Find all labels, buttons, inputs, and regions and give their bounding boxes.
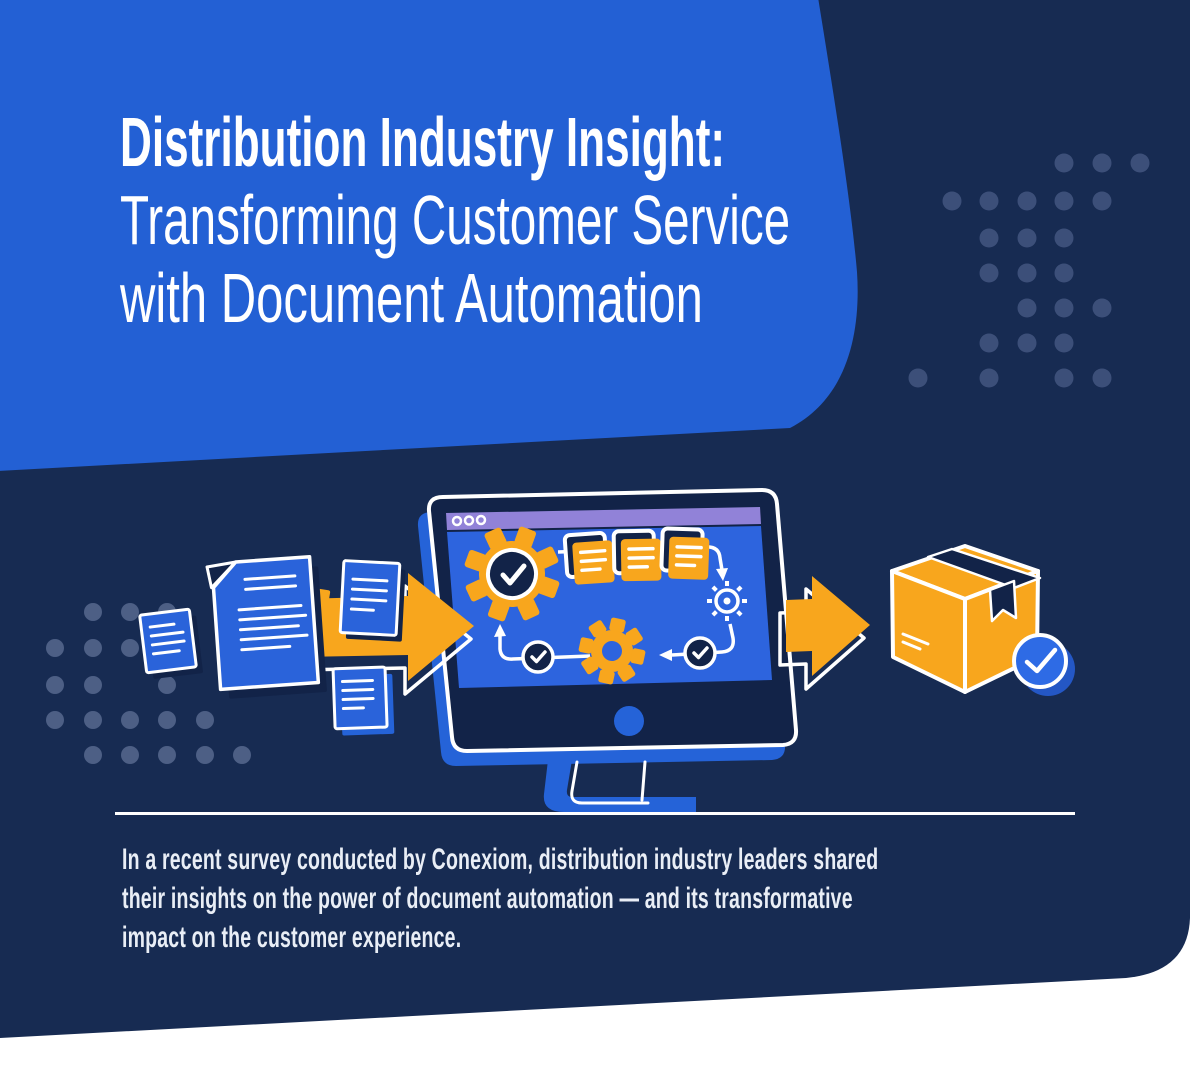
monitor-icon: [417, 488, 799, 812]
browser-bar: [446, 507, 761, 530]
separator-line: [115, 812, 1075, 815]
monitor-stand: [543, 760, 696, 812]
package-box-icon: [890, 544, 1075, 696]
sun-gear-icon: [707, 581, 747, 621]
gear-check-icon: [464, 526, 560, 622]
workflow-path: [659, 623, 736, 661]
workflow-path: [494, 624, 591, 661]
workflow-arrow-icon: [716, 568, 728, 581]
sticky-notes: [562, 526, 710, 585]
document-icon: [338, 559, 406, 642]
sticky-note-icon: [659, 526, 710, 580]
document-icon: [331, 665, 395, 736]
check-circle-icon: [521, 640, 555, 674]
sticky-note-icon: [562, 530, 615, 585]
package-label-lines: [901, 632, 930, 651]
page-title: Distribution Industry Insight: Transform…: [120, 103, 1105, 337]
intro-line-1: In a recent survey conducted by Conexiom…: [122, 843, 879, 876]
workflow-arrow-icon: [659, 649, 672, 661]
document-icon: [205, 555, 327, 699]
stand-shadow: [543, 760, 696, 812]
document-icon: [138, 607, 203, 679]
title-line-3: with Document Automation: [120, 259, 703, 337]
title-card: [0, 0, 858, 471]
browser-dots-icon: [451, 514, 487, 527]
package-tape: [926, 547, 1042, 623]
sticky-note-icon: [611, 528, 662, 582]
workflow-arrow-icon: [494, 624, 506, 637]
check-circle-icon: [683, 636, 717, 670]
arrow-right-icon: [778, 576, 870, 691]
monitor-button: [614, 706, 644, 736]
documents-group: [138, 555, 406, 736]
gear-icon: [578, 617, 646, 685]
title-line-1: Distribution Industry Insight:: [120, 103, 726, 181]
package-check-icon: [1012, 633, 1075, 696]
intro-paragraph: In a recent survey conducted by Conexiom…: [122, 840, 1190, 957]
intro-line-3: impact on the customer experience.: [122, 921, 462, 954]
title-line-2: Transforming Customer Service: [120, 181, 791, 259]
intro-line-2: their insights on the power of document …: [122, 882, 853, 915]
dot-grid-right: [908, 153, 1150, 388]
